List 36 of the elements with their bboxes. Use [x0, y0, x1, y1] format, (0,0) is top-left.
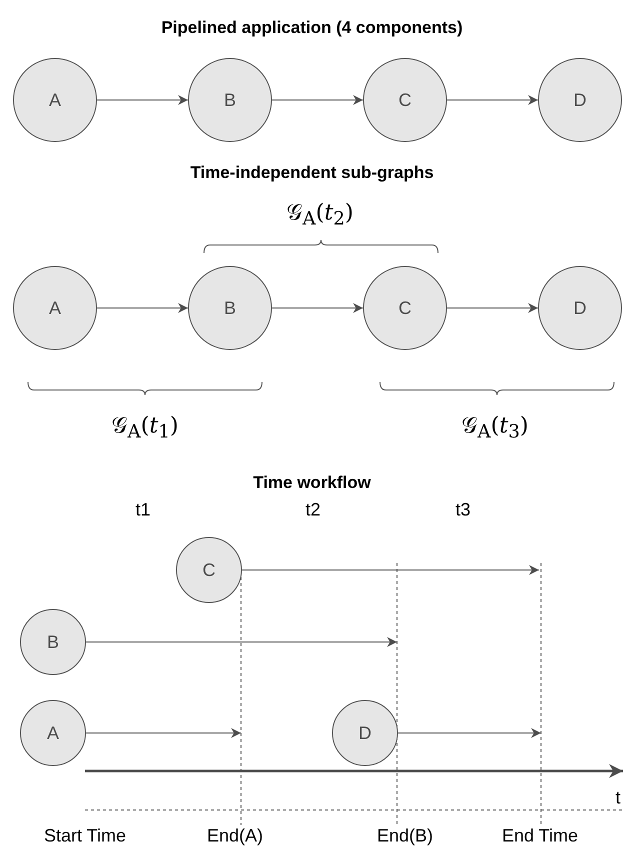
arrow	[86, 728, 242, 738]
component-circle: B	[188, 266, 272, 350]
time-label: t3	[456, 500, 470, 520]
component-circle: C	[176, 537, 242, 603]
subgraph-label: 𝒢$_{A}$(t$_{1}$)	[112, 413, 178, 443]
arrow	[446, 303, 538, 313]
component-circle: D	[538, 266, 622, 350]
component-circle: D	[538, 58, 622, 142]
arrow	[398, 728, 542, 738]
time-label: Start Time	[44, 826, 126, 846]
arrow	[272, 95, 364, 105]
arrow	[272, 303, 364, 313]
subgraph-label: 𝒢$_{A}$(t$_{2}$)	[286, 200, 354, 230]
component-circle: B	[20, 609, 86, 675]
time-label: End Time	[502, 826, 578, 846]
component-circle: B	[188, 58, 272, 142]
section-heading: Time-independent sub-graphs	[190, 163, 434, 183]
component-circle: A	[13, 266, 97, 350]
title: Pipelined application (4 components)	[160, 18, 464, 38]
time-label: t1	[136, 500, 150, 520]
time-label: End(B)	[376, 826, 434, 846]
component-circle: C	[363, 266, 447, 350]
component-circle: A	[13, 58, 97, 142]
component-circle: D	[332, 700, 398, 766]
component-circle: A	[20, 700, 86, 766]
subgraph-label: 𝒢$_{A}$(t$_{3}$)	[462, 413, 528, 443]
section-heading: Time workflow	[253, 473, 371, 493]
arrow	[242, 565, 540, 575]
time-label: t2	[306, 500, 320, 520]
arrow	[96, 303, 188, 313]
time-label: t	[616, 788, 620, 808]
arrow	[446, 95, 538, 105]
component-circle: C	[363, 58, 447, 142]
arrow	[86, 637, 398, 647]
arrow	[96, 95, 188, 105]
time-label: End(A)	[206, 826, 264, 846]
